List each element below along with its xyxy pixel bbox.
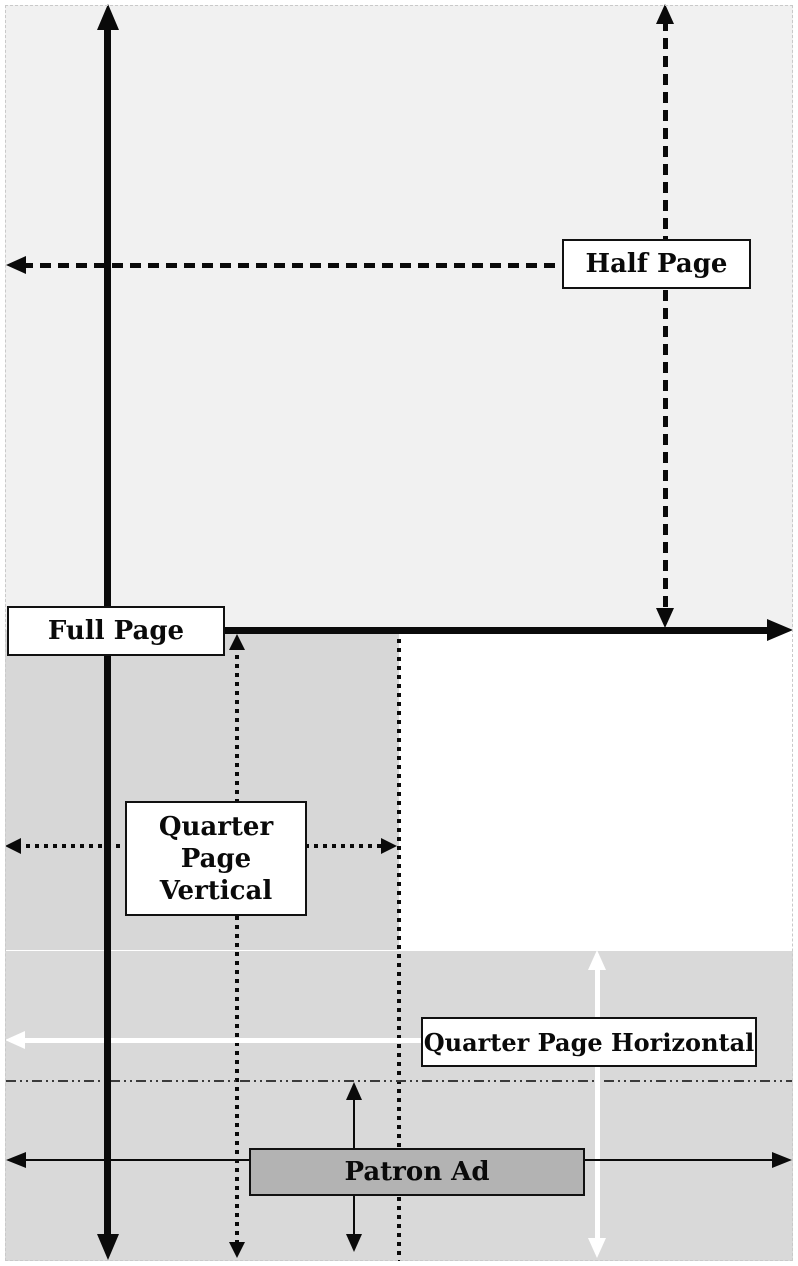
quarter-page-vertical-label-text: Quarter Page Vertical bbox=[158, 811, 274, 906]
half-page-label-text: Half Page bbox=[585, 249, 728, 279]
dashed-arrow-shaft bbox=[663, 20, 668, 612]
dashdot-line-shaft bbox=[6, 1080, 792, 1082]
dashed-arrow-shaft bbox=[22, 263, 562, 268]
arrow-up-icon bbox=[588, 950, 606, 970]
white-region bbox=[399, 630, 793, 950]
arrow-up-icon bbox=[346, 1082, 362, 1100]
white-arrow-shaft bbox=[595, 964, 600, 1244]
arrow-down-icon bbox=[229, 1242, 245, 1258]
full-page-label: Full Page bbox=[7, 606, 225, 656]
thick-arrow-shaft bbox=[225, 627, 775, 634]
arrow-down-icon bbox=[346, 1234, 362, 1252]
white-arrow-shaft bbox=[19, 1038, 421, 1043]
quarter-page-horizontal-height-arrow bbox=[588, 950, 606, 1258]
arrow-left-icon bbox=[6, 1152, 26, 1168]
quarter-page-vertical-height-arrow bbox=[229, 634, 245, 1258]
arrow-left-icon bbox=[5, 1031, 25, 1049]
full-page-label-text: Full Page bbox=[47, 616, 185, 646]
half-page-height-arrow bbox=[656, 4, 674, 628]
arrow-right-icon bbox=[767, 619, 793, 641]
quarter-page-vertical-label: Quarter Page Vertical bbox=[125, 801, 307, 916]
quarter-page-horizontal-width-arrow bbox=[5, 1031, 421, 1049]
patron-ad-label-text: Patron Ad bbox=[344, 1157, 490, 1187]
arrow-right-icon bbox=[772, 1152, 792, 1168]
full-page-width-arrow bbox=[225, 619, 793, 641]
arrow-up-icon bbox=[656, 4, 674, 24]
arrow-left-icon bbox=[6, 256, 26, 274]
arrow-down-icon bbox=[588, 1238, 606, 1258]
dotted-arrow-shaft bbox=[235, 646, 239, 1246]
dotted-line-shaft bbox=[397, 630, 401, 1261]
arrow-down-icon bbox=[656, 608, 674, 628]
half-page-width-arrow bbox=[6, 256, 562, 274]
arrow-left-icon bbox=[5, 838, 21, 854]
arrow-down-icon bbox=[97, 1234, 119, 1260]
patron-ad-label: Patron Ad bbox=[249, 1148, 585, 1196]
arrow-up-icon bbox=[97, 4, 119, 30]
arrow-right-icon bbox=[381, 838, 397, 854]
quarter-page-horizontal-label-text: Quarter Page Horizontal bbox=[423, 1027, 755, 1057]
patron-ad-boundary-dashdot-line bbox=[6, 1080, 792, 1082]
full-page-region bbox=[5, 5, 793, 630]
half-page-label: Half Page bbox=[562, 239, 751, 289]
quarter-page-horizontal-label: Quarter Page Horizontal bbox=[421, 1017, 757, 1067]
arrow-up-icon bbox=[229, 634, 245, 650]
quarter-page-boundary-dotted-line bbox=[397, 630, 401, 1261]
